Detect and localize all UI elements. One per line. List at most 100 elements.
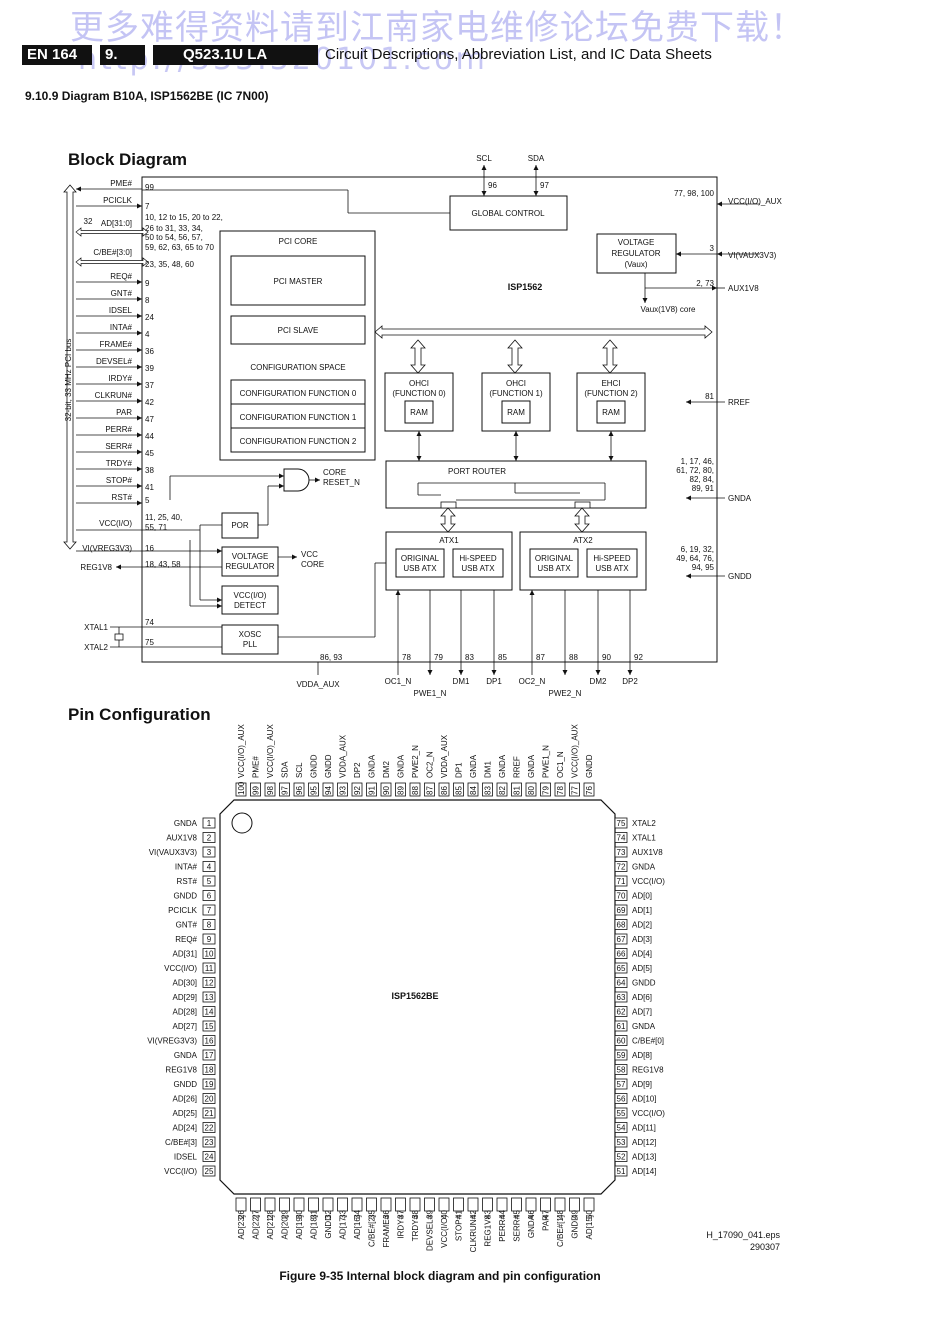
vcc-io-label: VCC(I/O)	[99, 519, 132, 528]
pin-name: AD[17]	[339, 1215, 348, 1239]
arrow-right-icon	[217, 597, 222, 603]
bottom-signal-label: DM1	[453, 677, 470, 686]
config-function-label: CONFIGURATION FUNCTION 0	[240, 389, 357, 398]
watermark-line1: 更多难得资料请到江南家电维修论坛免费下载！	[70, 8, 805, 48]
signal-label: REQ#	[110, 272, 132, 281]
port-router-block	[385, 460, 647, 509]
pin-pad	[202, 962, 216, 974]
pin-number: 52	[617, 1153, 626, 1162]
signal-label: SERR#	[105, 442, 132, 451]
pin-name: AUX1V8	[632, 848, 663, 857]
arrow-down-icon	[642, 298, 648, 303]
pin-pad	[525, 782, 537, 797]
pin-name: C/BE#[3]	[165, 1138, 197, 1147]
arrow-right-icon	[292, 554, 297, 560]
xtal1-label: XTAL1	[84, 623, 108, 632]
crystal-icon	[114, 633, 124, 641]
pin-name: IRDY#	[397, 1214, 406, 1238]
pin-pad	[554, 782, 566, 797]
bottom-signal-label: DM2	[590, 677, 607, 686]
pin-pad	[202, 991, 216, 1003]
pin-pad	[202, 919, 216, 930]
pin-number: 81	[513, 786, 522, 795]
arrow-right-icon	[217, 548, 222, 554]
pin-pad	[540, 782, 551, 797]
bus-arrow-icon	[75, 257, 149, 267]
arrow-left-icon	[686, 573, 691, 579]
pin-name: PERR#	[498, 1214, 507, 1241]
pin-number-label: 96	[488, 181, 497, 190]
pin-number-label: 24	[145, 313, 154, 322]
arrow-left-icon	[686, 495, 691, 501]
core-regulator-block	[221, 546, 279, 577]
pin-number: 91	[368, 786, 377, 795]
xosc-label: PLL	[243, 640, 258, 649]
pin-number: 37	[397, 1209, 406, 1218]
pin-pad	[569, 782, 580, 797]
signal-label: GNDA	[728, 494, 752, 503]
pin-name: GNDD	[310, 754, 319, 778]
arrow-left-icon	[116, 564, 121, 570]
pin-pad	[614, 948, 628, 959]
usb-atx-label: Hi-SPEED	[459, 554, 497, 563]
usb-atx-label: USB ATX	[461, 564, 495, 573]
pin-name: AD[3]	[632, 935, 652, 944]
pin-pad	[525, 1197, 537, 1212]
pin-number: 28	[266, 1209, 275, 1218]
pin-number: 88	[411, 786, 420, 795]
pin-number-label: 7	[145, 202, 150, 211]
pin-number: 20	[205, 1095, 214, 1104]
pin-number-label: 38	[145, 466, 154, 475]
pin-pad	[614, 817, 628, 829]
arrow-right-icon	[137, 398, 142, 404]
pin-pad	[583, 782, 595, 797]
pin-pad	[614, 919, 628, 930]
pin-name: AD[31]	[173, 950, 197, 959]
pin-number-label: 36	[145, 347, 154, 356]
pin-name: AD[28]	[173, 1008, 197, 1017]
pin-name: AD[20]	[281, 1215, 290, 1239]
pin-pad	[614, 1006, 628, 1017]
pin-number: 57	[617, 1080, 626, 1089]
pin-name: FRAME#	[382, 1214, 391, 1247]
pin-number: 58	[617, 1066, 626, 1075]
pin-name: AD[7]	[632, 1008, 652, 1017]
footnote-date: 290307	[749, 1242, 780, 1252]
arrow-down-icon	[458, 670, 464, 675]
section-title: 9.10.9 Diagram B10A, ISP1562BE (IC 7N00)	[25, 89, 269, 103]
ram-label: RAM	[602, 408, 620, 417]
page-header-title: Circuit Descriptions, Abbreviation List,…	[325, 46, 712, 63]
pin-number: 80	[527, 786, 536, 795]
pin-name: INTA#	[175, 863, 198, 872]
vdda-aux-label: VDDA_AUX	[296, 680, 340, 689]
pin-number-label: 94, 95	[692, 563, 715, 572]
pin-name: AD[15]	[585, 1215, 594, 1239]
pin-pad	[438, 1197, 450, 1212]
arrow-right-icon	[712, 285, 717, 291]
pin-number: 97	[281, 786, 290, 795]
signal-label: VCC(I/O)_AUX	[728, 197, 782, 206]
pin-number: 36	[382, 1209, 391, 1218]
pin-name: REG1V8	[165, 1066, 197, 1075]
pin-number: 82	[498, 786, 507, 795]
pin-number-label: 55, 71	[145, 523, 168, 532]
usb-atx-label: USB ATX	[537, 564, 571, 573]
signal-label: VI(VAUX3V3)	[728, 251, 777, 260]
pci-master-block	[230, 255, 366, 306]
pin-number: 22	[205, 1124, 214, 1133]
pin-number-label: 50 to 54, 56, 57,	[145, 233, 203, 242]
pin-pad	[453, 782, 464, 797]
pin-number: 94	[324, 786, 333, 795]
arrow-down-icon	[416, 456, 422, 461]
pin-number: 21	[205, 1109, 214, 1118]
arrow-right-icon	[137, 347, 142, 353]
pin-number-label: 97	[540, 181, 549, 190]
pin-number: 74	[617, 834, 626, 843]
pin-name: AD[18]	[310, 1215, 319, 1239]
pin-number: 53	[617, 1138, 626, 1147]
vreg-input-label: VI(VREG3V3)	[82, 544, 132, 553]
pin-pad	[202, 861, 216, 872]
pin-name: DM2	[382, 761, 391, 778]
config-space-label: CONFIGURATION SPACE	[250, 363, 345, 372]
pin-name: C/BE#[0]	[632, 1037, 664, 1046]
